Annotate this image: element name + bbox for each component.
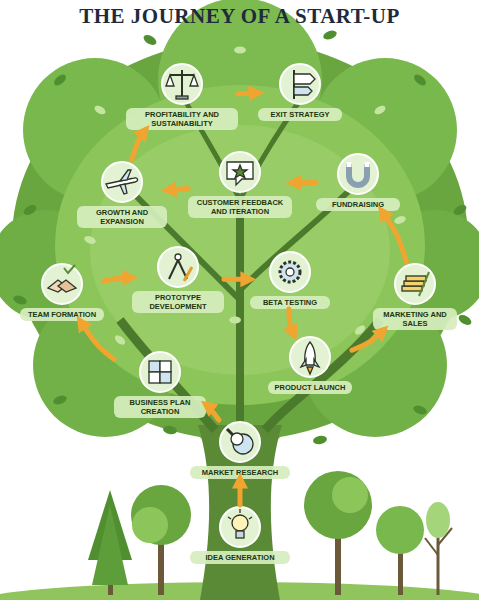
stage-node: IDEA GENERATION [190,505,290,564]
rocket-icon [290,337,330,377]
flow-arrow [292,180,316,186]
flow-arrow [238,91,258,97]
stage-label: EXIT STRATEGY [258,108,342,121]
flow-arrow [104,278,132,281]
compass-icon [158,247,198,287]
magnifier-icon [220,422,260,462]
flow-arrow [206,405,219,420]
stage-label: FUNDRAISING [316,198,400,211]
stage-node: MARKET RESEARCH [190,420,290,479]
stage-node: BUSINESS PLAN CREATION [114,350,206,418]
stage-label: BETA TESTING [250,296,330,309]
stage-label: GROWTH AND EXPANSION [77,206,167,228]
flow-arrow [80,321,114,359]
stage-node: CUSTOMER FEEDBACK AND ITERATION [188,150,292,218]
stage-label: CUSTOMER FEEDBACK AND ITERATION [188,196,292,218]
flow-arrow [167,188,188,190]
stage-node: PRODUCT LAUNCH [268,335,352,394]
leaves [12,29,473,445]
stage-label: TEAM FORMATION [20,308,104,321]
gear-icon [270,252,310,292]
flow-arrow [132,130,146,160]
stage-node: EXIT STRATEGY [258,62,342,121]
speech-bubble-icon [220,152,260,192]
stage-node: GROWTH AND EXPANSION [77,160,167,228]
stage-label: PRODUCT LAUNCH [268,381,352,394]
stage-label: PROTOTYPE DEVELOPMENT [132,291,224,313]
stage-label: BUSINESS PLAN CREATION [114,396,206,418]
diagram-title: THE JOURNEY OF A START-UP [0,4,479,29]
airplane-icon [102,162,142,202]
flow-arrow [224,277,250,282]
puzzle-icon [140,352,180,392]
stage-node: PROFITABILITY AND SUSTAINABILITY [126,62,238,130]
stage-label: PROFITABILITY AND SUSTAINABILITY [126,108,238,130]
exit-sign-icon [280,64,320,104]
leaves-light [83,47,407,347]
stage-node: FUNDRAISING [316,152,400,211]
scale-icon [162,64,202,104]
stage-node: MARKETING AND SALES [373,262,457,330]
stage-node: BETA TESTING [250,250,330,309]
lightbulb-icon [220,507,260,547]
stage-node: PROTOTYPE DEVELOPMENT [132,245,224,313]
flow-arrow [382,211,407,262]
stage-label: IDEA GENERATION [190,551,290,564]
stage-label: MARKETING AND SALES [373,308,457,330]
flow-arrow [238,479,243,505]
tree-canopy [0,0,479,452]
handshake-icon [42,264,82,304]
money-icon [395,264,435,304]
flow-arrow [352,330,384,350]
stage-node: TEAM FORMATION [20,262,104,321]
stage-label: MARKET RESEARCH [190,466,290,479]
flow-arrow [289,309,294,335]
stage-icons [42,64,435,547]
magnet-icon [338,154,378,194]
tree-trunk [120,100,380,600]
